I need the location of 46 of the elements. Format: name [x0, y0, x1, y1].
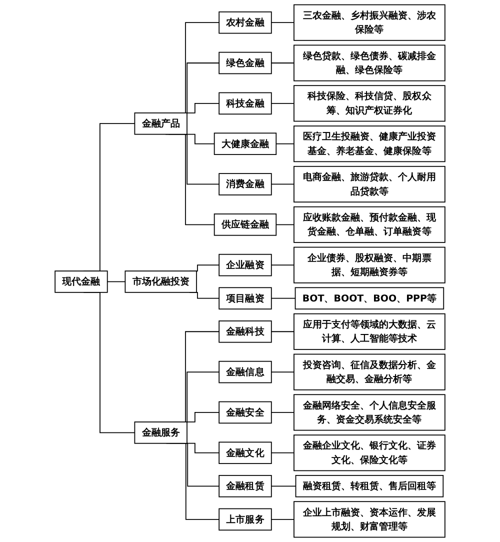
node-box: 消费金融 [218, 173, 272, 196]
connector [270, 452, 294, 454]
connector [270, 298, 296, 299]
node-box: 绿色金融 [218, 52, 272, 74]
connector [270, 102, 294, 104]
node-box: 金融服务 [134, 422, 188, 444]
node-box: 应用于支付等领域的大数据、云计算、人工智能等技术 [294, 313, 446, 350]
node-box: 供应链金融 [214, 214, 277, 236]
node-box: 金融租赁 [218, 475, 272, 498]
node-box: 现代金融 [54, 270, 108, 293]
node-box: 金融科技 [218, 320, 272, 343]
connector [270, 264, 294, 266]
connector [270, 331, 294, 332]
node-box: 科技金融 [218, 92, 272, 115]
node-box: 金融信息 [218, 360, 272, 384]
connector [270, 62, 294, 64]
connector [270, 184, 294, 185]
node-box: 绿色贷款、绿色债券、碳减排金融、绿色保险等 [294, 44, 446, 82]
node-box: 金融文化 [218, 442, 272, 464]
node-box: 企业融资 [218, 254, 272, 276]
connector [270, 22, 294, 24]
connector [270, 518, 294, 520]
node-box: 金融网络安全、个人信息安全服务、资金交易系统安全等 [294, 394, 446, 431]
node-box: 项目融资 [218, 287, 272, 310]
node-box: 电商金融、旅游贷款、个人耐用品贷款等 [294, 166, 446, 202]
node-box: 农村金融 [218, 11, 272, 34]
connector [276, 143, 294, 144]
node-box: 三农金融、乡村振兴融资、涉农保险等 [294, 4, 446, 41]
node-box: 企业债券、股权融资、中期票据、短期融资券等 [294, 246, 446, 284]
connector [276, 224, 294, 226]
node-box: 医疗卫生投融资、健康产业投资基金、养老基金、健康保险等 [294, 126, 446, 162]
node-box: 融资租赁、转租赁、售后回租等 [295, 475, 444, 498]
connector [270, 486, 296, 487]
node-box: 大健康金融 [214, 132, 277, 155]
node-box: 上市服务 [218, 508, 272, 531]
node-box: 金融企业文化、银行文化、证券文化、保险文化等 [294, 434, 446, 472]
node-box: BOT、BOOT、BOO、PPP等 [294, 287, 444, 310]
node-box: 应收账款金融、预付款金融、现货金融、仓单融、订单融资等 [294, 206, 446, 243]
node-box: 投资咨询、征信及数据分析、金融交易、金融分析等 [294, 354, 446, 390]
node-box: 企业上市融资、资本运作、发展规划、财富管理等 [294, 501, 446, 538]
node-box: 科技保险、科技信贷、股权众筹、知识产权证券化 [294, 85, 446, 122]
node-box: 金融产品 [134, 112, 188, 135]
connector [106, 281, 126, 282]
node-box: 市场化融投资 [124, 270, 197, 293]
node-box: 金融安全 [218, 401, 272, 424]
connector [270, 412, 294, 413]
